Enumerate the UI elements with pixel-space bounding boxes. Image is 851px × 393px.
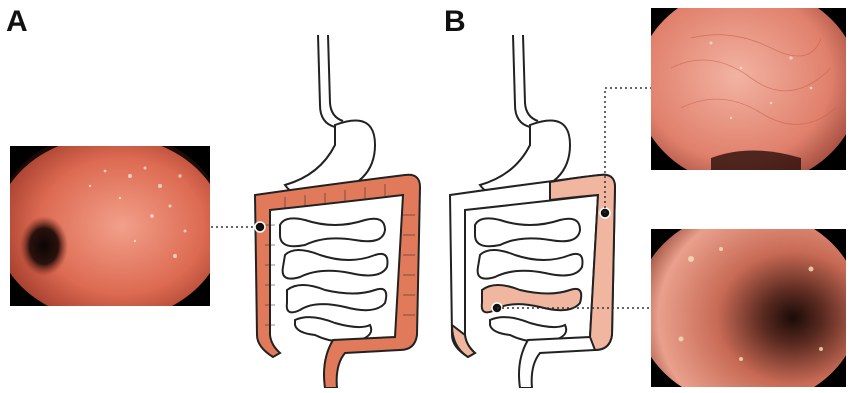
- connector-b-upper: [605, 88, 651, 213]
